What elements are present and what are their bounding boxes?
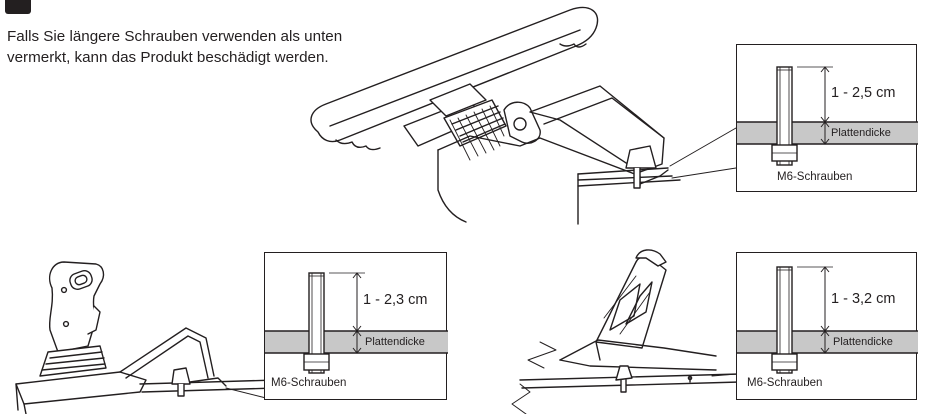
plate-thickness-label: Plattendicke <box>833 336 893 348</box>
steering-wheel-illustration <box>310 6 737 225</box>
plate-thickness-label: Plattendicke <box>365 336 425 348</box>
screw-type-label: M6-Schrauben <box>271 377 347 389</box>
warning-note: Falls Sie längere Schrauben verwenden al… <box>7 26 407 68</box>
screw-diagram <box>265 272 448 374</box>
screw-type-label: M6-Schrauben <box>777 171 853 183</box>
screw-shaft <box>308 272 325 374</box>
screw-callout-joystick: 1 - 2,3 cm Plattendicke M6-Schrauben <box>264 252 448 400</box>
screw-diagram <box>737 266 918 374</box>
pedals-illustration <box>511 249 741 414</box>
screw-length-label: 1 - 3,2 cm <box>831 291 896 307</box>
plate-thickness-label: Plattendicke <box>831 127 891 139</box>
screw-shaft <box>776 66 793 166</box>
screw-type-label: M6-Schrauben <box>747 377 823 389</box>
screw-shaft <box>776 266 793 374</box>
screw-callout-wheel: 1 - 2,5 cm Plattendicke M6-Schrauben <box>736 44 918 192</box>
warning-note-line-2: vermerkt, kann das Produkt beschädigt we… <box>7 49 329 66</box>
screw-diagram <box>737 66 918 166</box>
warning-icon <box>5 0 31 14</box>
screw-callout-pedals: 1 - 3,2 cm Plattendicke M6-Schrauben <box>736 252 918 400</box>
joystick-illustration <box>15 261 277 414</box>
screw-length-label: 1 - 2,5 cm <box>831 85 896 101</box>
screw-length-label: 1 - 2,3 cm <box>363 292 428 308</box>
warning-note-line-1: Falls Sie längere Schrauben verwenden al… <box>7 28 343 45</box>
